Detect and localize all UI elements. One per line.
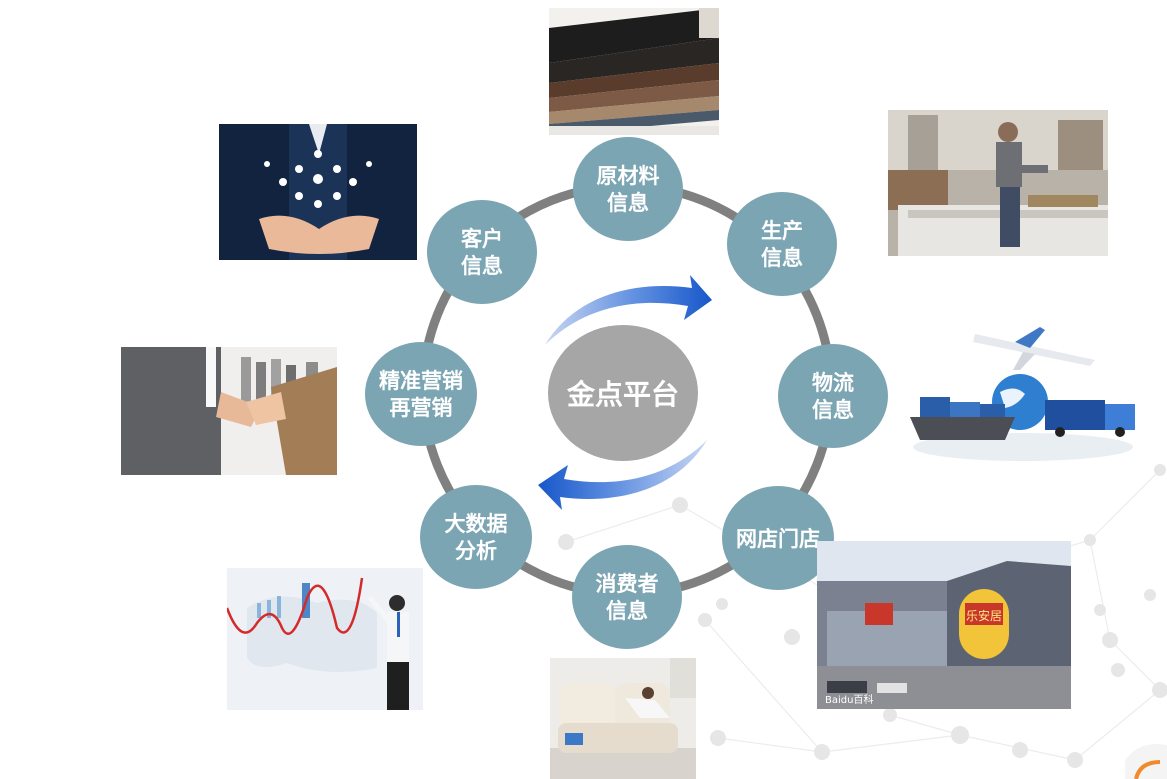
node-marketing-line1: 精准营销	[379, 368, 463, 393]
node-customer-line2: 信息	[461, 253, 503, 278]
node-marketing: 精准营销 再营销	[365, 342, 477, 446]
photo-store-front: 乐安居 Baidu百科	[817, 541, 1071, 709]
node-raw-material-line2: 信息	[607, 190, 649, 215]
node-bigdata-line2: 分析	[455, 538, 497, 563]
arrow-clockwise-top	[545, 275, 712, 345]
node-raw-material: 原材料 信息	[573, 137, 683, 241]
store-sign-text: 乐安居	[966, 608, 1002, 623]
node-customer-line1: 客户	[461, 226, 503, 251]
node-consumer: 消费者 信息	[572, 545, 682, 649]
corner-accent	[1134, 760, 1161, 779]
arrow-clockwise-bottom	[538, 440, 707, 510]
photo-customer-network	[219, 124, 417, 260]
node-logistics: 物流 信息	[778, 344, 888, 448]
node-bigdata: 大数据 分析	[420, 485, 532, 589]
node-customer: 客户 信息	[427, 200, 537, 304]
photo-logistics	[905, 322, 1140, 468]
node-logistics-line1: 物流	[812, 370, 854, 395]
photo-sofa-recliner	[550, 658, 696, 779]
center-label: 金点平台	[566, 378, 679, 411]
node-raw-material-line1: 原材料	[596, 163, 660, 188]
photo-handshake	[121, 347, 337, 475]
photo-data-analysis	[227, 568, 423, 710]
node-production-line1: 生产	[761, 218, 803, 243]
baidu-watermark: Baidu百科	[825, 693, 873, 706]
node-production-line2: 信息	[761, 245, 803, 270]
network-dots	[558, 464, 1167, 768]
node-consumer-line1: 消费者	[595, 571, 659, 596]
node-production: 生产 信息	[727, 192, 837, 296]
node-logistics-line2: 信息	[812, 397, 854, 422]
node-marketing-line2: 再营销	[389, 395, 453, 420]
node-stores-line1: 网店门店	[736, 525, 820, 551]
photo-production-workshop	[888, 110, 1108, 256]
center-platform: 金点平台	[548, 325, 698, 461]
corner-decoration	[1125, 744, 1167, 779]
node-stores: 网店门店	[722, 486, 834, 590]
photo-leather-samples	[549, 8, 719, 135]
node-bigdata-line1: 大数据	[444, 511, 508, 536]
node-consumer-line2: 信息	[606, 598, 648, 623]
